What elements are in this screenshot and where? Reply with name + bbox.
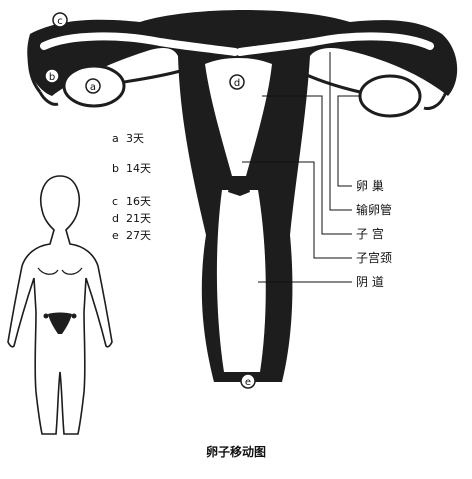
vaginal-canal (217, 190, 266, 372)
stage-days: 21天 (126, 212, 151, 225)
label-ovary: 卵 巢 (356, 179, 384, 193)
svg-text:d: d (234, 78, 240, 89)
egg-marker-c: c (53, 13, 67, 27)
svg-text:b: b (49, 72, 55, 83)
female-silhouette (8, 176, 112, 434)
label-fallopian-tube: 输卵管 (356, 203, 392, 217)
svg-text:a: a (90, 82, 96, 93)
egg-marker-a: a (86, 79, 100, 93)
stage-mark: d (112, 212, 126, 225)
svg-text:c: c (57, 16, 63, 27)
label-uterus: 子 宫 (356, 227, 384, 241)
stage-mark: a (112, 132, 126, 145)
cervix-shape (228, 176, 250, 196)
stage-mark: e (112, 229, 126, 242)
silhouette-uterus-mini (48, 313, 72, 335)
svg-text:e: e (245, 377, 251, 388)
ligament-left (124, 70, 184, 82)
stage-days: 14天 (126, 162, 151, 175)
ovary-right (360, 76, 420, 116)
stage-mark: c (112, 195, 126, 208)
label-vagina: 阴 道 (356, 275, 384, 289)
stage-days: 3天 (126, 132, 144, 145)
egg-marker-b: b (45, 69, 59, 83)
label-cervix: 子宫颈 (356, 251, 392, 265)
egg-marker-d: d (230, 75, 244, 89)
figure-caption: 卵子移动图 (0, 443, 472, 460)
stage-mark: b (112, 162, 126, 175)
stage-days: 16天 (126, 195, 151, 208)
silhouette-breast-line (38, 268, 82, 274)
stage-days: 27天 (126, 229, 151, 242)
silhouette-ovary-right (72, 314, 77, 319)
leader-ovary (338, 96, 360, 186)
egg-marker-e: e (241, 374, 255, 388)
silhouette-ovary-left (44, 314, 49, 319)
